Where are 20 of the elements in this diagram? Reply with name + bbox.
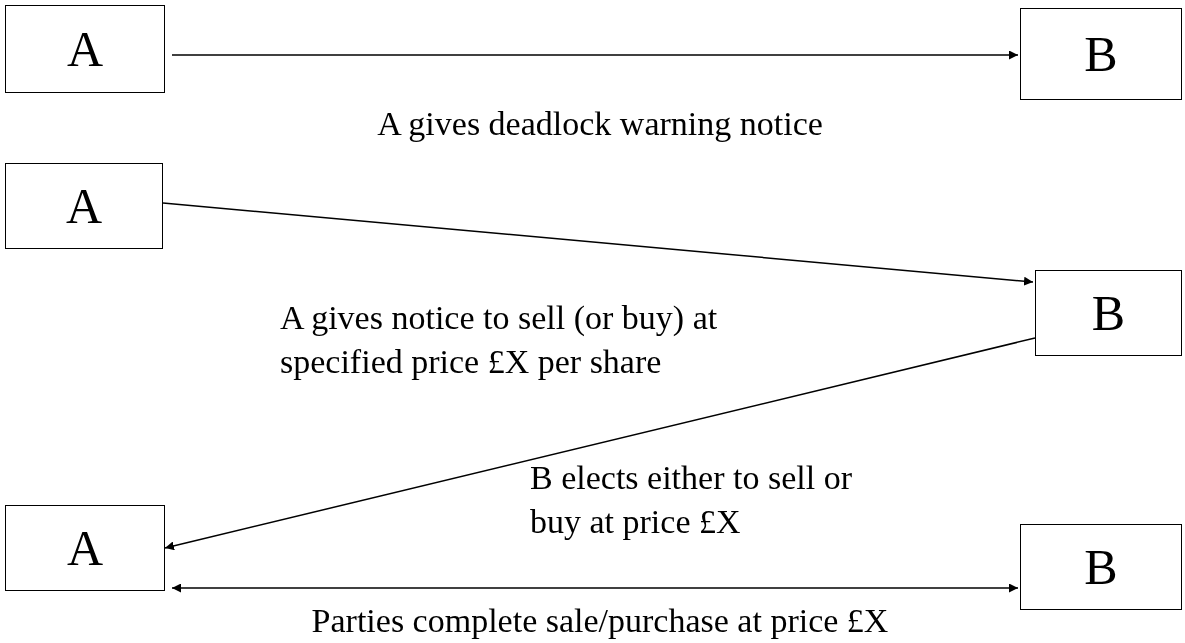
process-box	[1020, 524, 1182, 610]
node-label: B	[1091, 288, 1126, 338]
process-box	[5, 163, 163, 249]
node-label: A	[66, 24, 104, 74]
process-box	[5, 505, 165, 591]
process-box	[5, 5, 165, 93]
edge-label: B elects either to sell or buy at price £X	[530, 458, 853, 542]
edge-label: A gives deadlock warning notice	[376, 104, 824, 144]
arrow	[171, 50, 1019, 60]
arrow	[162, 202, 1034, 286]
process-box	[1020, 8, 1182, 100]
node-label: A	[66, 523, 104, 573]
edge-label: A gives notice to sell (or buy) at specified price £X per share	[280, 298, 719, 382]
node-label: A	[65, 181, 103, 231]
arrow	[171, 583, 1019, 593]
arrow	[164, 337, 1036, 551]
process-box	[1035, 270, 1182, 356]
edge-label: Parties complete sale/purchase at price £X	[310, 601, 890, 641]
node-label: B	[1084, 29, 1118, 79]
node-label: B	[1084, 542, 1118, 592]
